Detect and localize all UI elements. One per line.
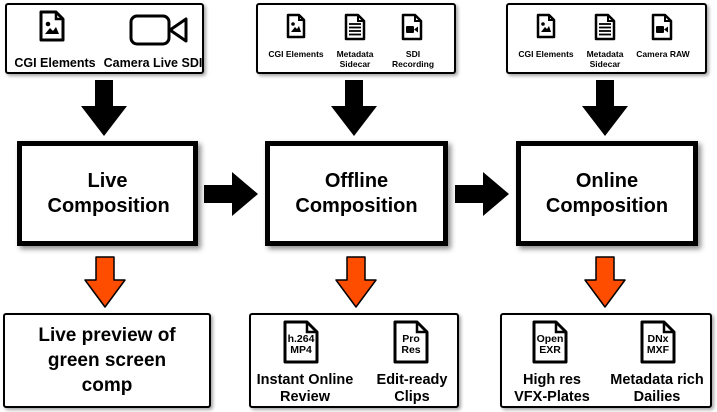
- output-caption-metadata-rich-dailies: Metadata rich Dailies: [610, 372, 704, 405]
- video-file-icon: [401, 13, 423, 41]
- video-camera-icon: [129, 14, 189, 46]
- document-icon: [344, 13, 366, 41]
- stage-title-offline: Offline Composition: [295, 169, 418, 217]
- input-label-sdi-recording: SDI Recording: [391, 49, 435, 69]
- open-exr-file-icon: Open EXR: [532, 320, 568, 364]
- prores-badge: Pro Res: [401, 333, 421, 356]
- document-icon: [594, 13, 616, 41]
- offline-composition-box: Offline Composition: [265, 141, 448, 246]
- arrow-right-live-to-offline: [204, 172, 258, 216]
- dnx-mxf-file-icon: DNx MXF: [640, 320, 676, 364]
- image-file-icon: [286, 13, 306, 39]
- arrow-down-offline-input: [331, 80, 377, 136]
- prores-file-icon: Pro Res: [393, 320, 429, 364]
- live-composition-box: Live Composition: [17, 141, 198, 246]
- input-label-camera-raw: Camera RAW: [636, 49, 690, 59]
- input-label-cgi-elements: CGI Elements: [518, 49, 574, 59]
- live-output-box: Live preview of green screen comp: [3, 313, 211, 408]
- input-label-cgi-elements: CGI Elements: [14, 56, 96, 70]
- input-label-metadata-sidecar: Metadata Sidecar: [586, 49, 624, 69]
- open-exr-badge: Open EXR: [536, 333, 564, 356]
- live-output-text: Live preview of green screen comp: [38, 325, 176, 396]
- arrow-down-live-input: [81, 80, 127, 136]
- output-caption-instant-online-review: Instant Online Review: [256, 372, 354, 405]
- online-composition-box: Online Composition: [516, 141, 698, 246]
- h264-mp4-badge: h.264 MP4: [287, 333, 315, 356]
- online-inputs-box: CGI Elements Metadata Sidecar Camera RAW: [506, 3, 707, 74]
- h264-mp4-file-icon: h.264 MP4: [283, 320, 319, 364]
- arrow-down-online-output: [584, 256, 626, 308]
- offline-inputs-box: CGI Elements Metadata Sidecar SDI Record…: [256, 3, 456, 74]
- stage-title-live: Live Composition: [47, 169, 170, 217]
- arrow-right-offline-to-online: [455, 172, 509, 216]
- arrow-down-offline-output: [335, 256, 377, 308]
- video-file-icon: [651, 13, 673, 41]
- input-label-metadata-sidecar: Metadata Sidecar: [336, 49, 374, 69]
- arrow-down-online-input: [582, 80, 628, 136]
- live-inputs-box: CGI Elements Camera Live SDI: [5, 3, 204, 74]
- stage-title-online: Online Composition: [545, 169, 669, 217]
- arrow-down-live-output: [84, 256, 126, 308]
- online-outputs-box: Open EXR DNx MXF High res VFX-Plates Met…: [500, 313, 712, 408]
- image-file-icon: [536, 13, 556, 39]
- dnx-mxf-badge: DNx MXF: [646, 333, 670, 356]
- output-caption-high-res-vfx-plates: High res VFX-Plates: [514, 372, 590, 405]
- output-caption-edit-ready-clips: Edit-ready Clips: [376, 372, 448, 405]
- image-file-icon: [39, 10, 65, 42]
- input-label-cgi-elements: CGI Elements: [268, 49, 324, 59]
- input-label-camera-live-sdi: Camera Live SDI: [103, 56, 203, 70]
- offline-outputs-box: h.264 MP4 Pro Res Instant Online Review …: [249, 313, 459, 408]
